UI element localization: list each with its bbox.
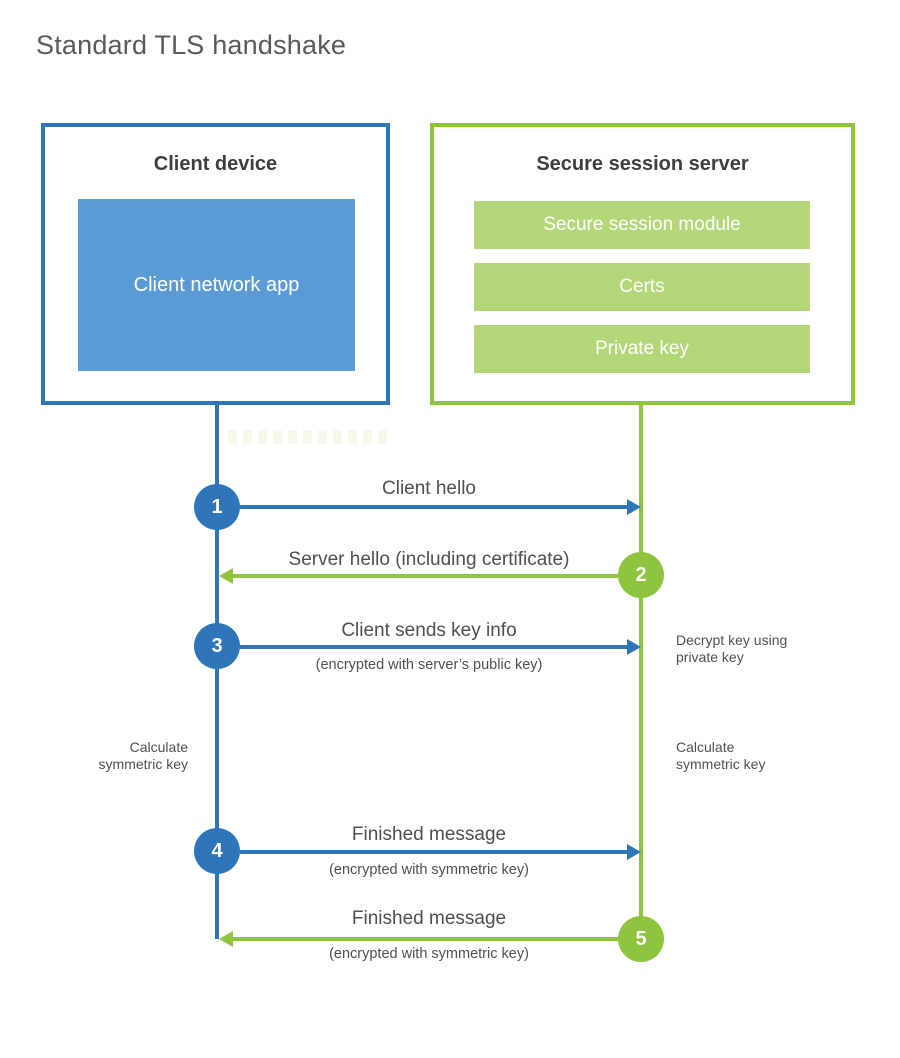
server-lifeline xyxy=(639,405,643,939)
step-3-sublabel: (encrypted with server’s public key) xyxy=(315,657,543,673)
step-1-label: Client hello xyxy=(382,478,476,499)
step-5-badge: 5 xyxy=(618,916,664,962)
calculate-symmetric-key-note-server: Calculate symmetric key xyxy=(676,739,816,773)
step-4-arrow-right-icon xyxy=(240,844,641,860)
faint-dashed-artifact xyxy=(228,430,390,444)
step-2-arrow-left-icon xyxy=(219,568,618,584)
calculate-symmetric-key-note-client: Calculate symmetric key xyxy=(68,739,188,773)
step-2-badge: 2 xyxy=(618,552,664,598)
client-lifeline xyxy=(215,405,219,939)
step-4-sublabel: (encrypted with symmetric key) xyxy=(329,862,529,878)
calc-note-server-line2: symmetric key xyxy=(676,756,766,772)
step-4-label: Finished message xyxy=(351,824,507,845)
calc-note-server-line1: Calculate xyxy=(676,739,735,755)
step-4-badge: 4 xyxy=(194,828,240,874)
step-5-sublabel: (encrypted with symmetric key) xyxy=(329,946,529,962)
decrypt-key-note-line1: Decrypt key using xyxy=(676,632,788,648)
step-3-badge: 3 xyxy=(194,623,240,669)
step-5-arrow-left-icon xyxy=(219,931,618,947)
step-1-badge: 1 xyxy=(194,484,240,530)
client-network-app-label: Client network app xyxy=(133,273,300,296)
step-5-label: Finished message xyxy=(351,908,507,929)
page-title: Standard TLS handshake xyxy=(36,30,347,60)
server-module-label: Secure session module xyxy=(543,214,741,235)
step-1-arrow-right-icon xyxy=(240,499,641,515)
decrypt-key-note: Decrypt key using private key xyxy=(676,632,816,666)
calc-note-client-line2: symmetric key xyxy=(98,756,188,772)
client-network-app-module: Client network app xyxy=(78,199,355,371)
decrypt-key-note-line2: private key xyxy=(676,649,744,665)
server-module-secure-session: Secure session module xyxy=(474,201,810,249)
server-module-label: Certs xyxy=(619,276,665,297)
server-module-label: Private key xyxy=(595,338,689,359)
step-3-arrow-right-icon xyxy=(240,639,641,655)
step-3-label: Client sends key info xyxy=(341,620,517,641)
client-device-title: Client device xyxy=(153,153,278,175)
secure-session-server-title: Secure session server xyxy=(536,153,749,175)
calc-note-client-line1: Calculate xyxy=(129,739,188,755)
step-2-label: Server hello (including certificate) xyxy=(288,549,570,570)
server-module-private-key: Private key xyxy=(474,325,810,373)
secure-session-server-box: Secure session server Secure session mod… xyxy=(430,123,855,405)
client-device-box: Client device Client network app xyxy=(41,123,390,405)
server-module-certs: Certs xyxy=(474,263,810,311)
